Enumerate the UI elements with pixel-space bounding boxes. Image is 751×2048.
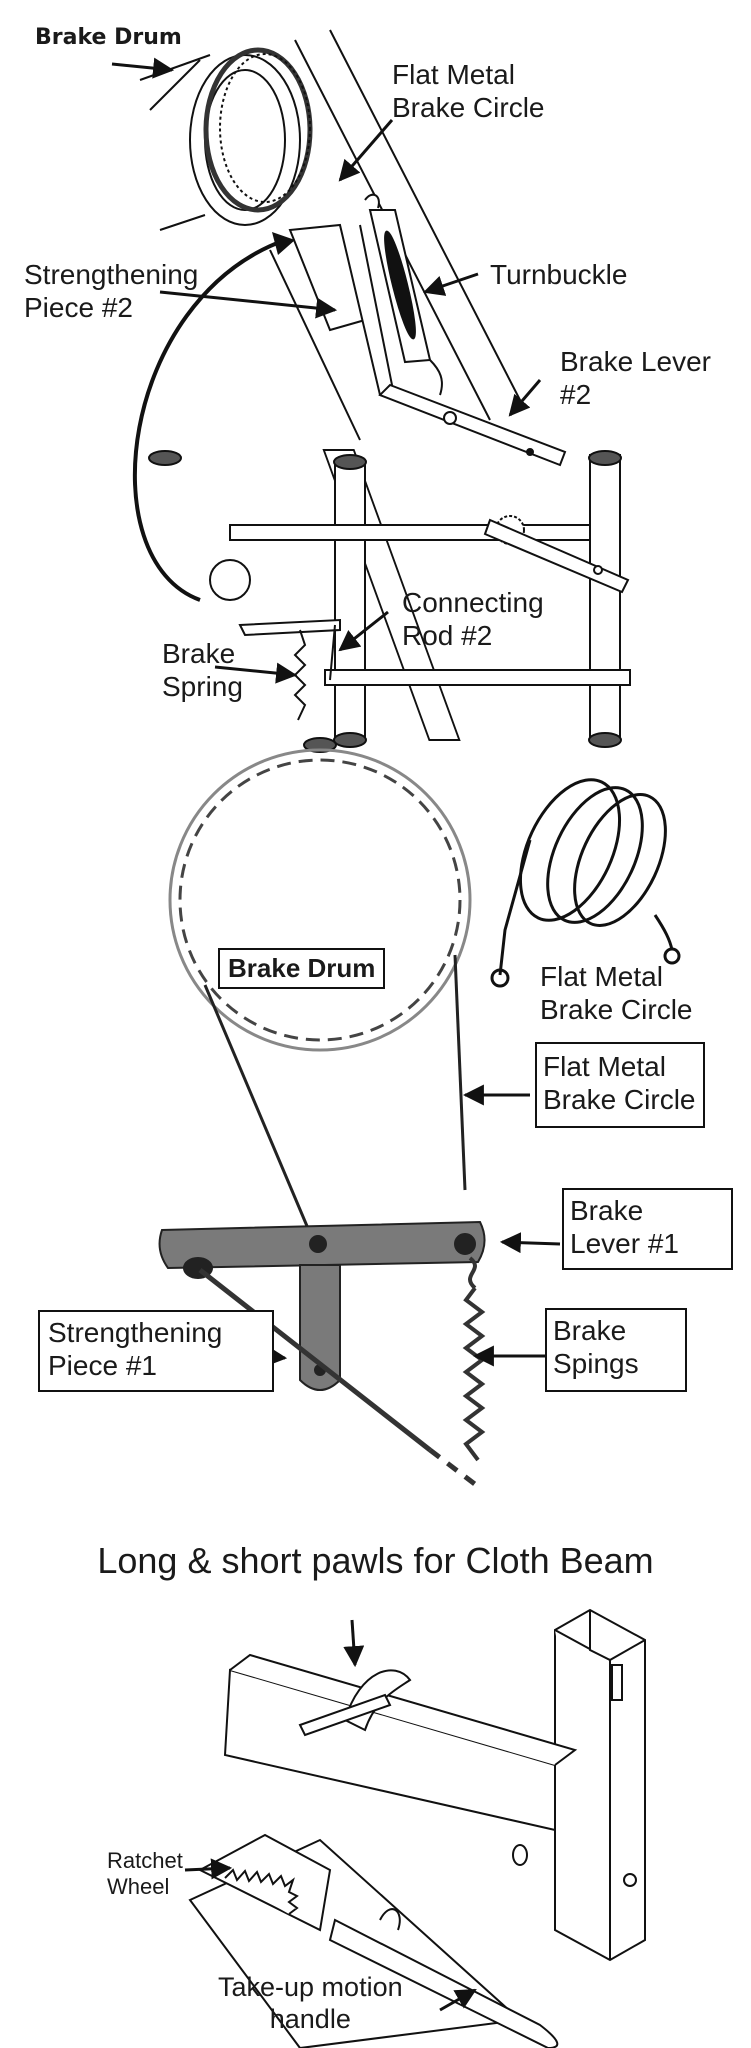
connecting-rod-2 <box>209 559 341 681</box>
label-strengthening-piece-2: Strengthening Piece #2 <box>24 258 198 324</box>
label-line: Strengthening <box>48 1317 223 1348</box>
brake-drum-cylinder <box>139 47 313 231</box>
brake-assembly-1-drawing <box>158 748 681 1490</box>
label-line: Piece #1 <box>48 1350 157 1382</box>
strengthening-piece-1 <box>299 1264 341 1391</box>
turnbuckle <box>364 193 443 396</box>
label-flat-metal-brake-circle-box: Flat Metal Brake Circle <box>535 1042 706 1129</box>
label-turnbuckle: Turnbuckle <box>490 259 628 290</box>
label-connecting-rod-2: Connecting Rod #2 <box>402 586 544 652</box>
brake-assembly-2-panel: Brake Drum Flat Metal Brake Circle Stren… <box>0 0 751 760</box>
label-brake-spring: Brake Spring <box>162 637 243 703</box>
label-line: Brake Circle <box>543 1084 696 1116</box>
label-line: Strengthening <box>24 259 199 290</box>
brake-straps <box>203 954 467 1246</box>
label-line: Brake <box>553 1315 627 1346</box>
label-brake-springs: Brake Spings <box>545 1308 687 1393</box>
brake-assembly-2-drawing <box>111 29 631 753</box>
ratchet-handle <box>483 515 630 594</box>
label-line: Brake Circle <box>540 994 693 1026</box>
label-line: Piece #2 <box>24 292 133 324</box>
label-line: Rod #2 <box>402 620 493 652</box>
pawls-panel: Long & short pawls for Cloth Beam <box>0 1500 751 2048</box>
label-line: Flat Metal <box>392 59 515 90</box>
label-line: Flat Metal <box>543 1051 666 1082</box>
pawls-title: Long & short pawls for Cloth Beam <box>97 1540 654 1581</box>
pawls-drawing <box>184 1608 646 2048</box>
label-line: Flat Metal <box>540 961 663 992</box>
label-line: Brake <box>570 1195 644 1226</box>
label-line: Wheel <box>107 1873 170 1899</box>
curved-connector <box>133 238 286 602</box>
label-line: Take-up motion <box>218 1972 403 2002</box>
label-flat-metal-brake-circle: Flat Metal Brake Circle <box>392 58 544 124</box>
label-line: handle <box>269 2003 351 2034</box>
label-line: Connecting <box>402 587 544 618</box>
brake-lever-2 <box>378 383 567 467</box>
label-brake-lever-1: Brake Lever #1 <box>562 1188 733 1271</box>
brake-lever-1 <box>158 1220 486 1279</box>
label-brake-drum-boxed: Brake Drum <box>218 948 386 989</box>
brake-drum-circle <box>168 748 472 1052</box>
upright-post <box>554 1608 646 1962</box>
brake-cord <box>198 1268 482 1490</box>
label-line: Brake Lever <box>560 346 711 377</box>
label-line: Brake <box>162 638 236 669</box>
label-line: Spings <box>553 1348 639 1380</box>
label-line: Spring <box>162 671 243 703</box>
brake-springs <box>462 1256 486 1462</box>
loom-frame <box>148 449 631 753</box>
label-brake-lever-2: Brake Lever #2 <box>560 345 711 411</box>
label-ratchet-wheel: Ratchet Wheel <box>107 1848 183 1900</box>
brake-assembly-1-panel: Brake Drum Flat Metal Brake Circle Flat … <box>0 748 751 1500</box>
label-line: Lever #1 <box>570 1228 679 1260</box>
label-brake-drum: Brake Drum <box>35 25 182 50</box>
breast-beam <box>223 1653 578 1866</box>
pointer-arrows <box>184 1619 477 2012</box>
label-flat-metal-brake-circle-top: Flat Metal Brake Circle <box>540 960 692 1026</box>
label-line: Ratchet <box>107 1848 183 1873</box>
long-pawl <box>298 1669 412 1737</box>
label-line: #2 <box>560 379 592 411</box>
brake-spring <box>293 629 307 721</box>
coiled-brake-circle <box>490 778 681 988</box>
label-strengthening-piece-1: Strengthening Piece #1 <box>38 1310 275 1393</box>
ratchet-wheel <box>224 1868 299 1915</box>
strengthening-piece-2 <box>288 223 397 402</box>
label-line: Brake Circle <box>392 92 545 124</box>
label-take-up-motion-handle: Take-up motion handle <box>218 1972 403 2036</box>
pointer-arrows <box>111 57 542 684</box>
